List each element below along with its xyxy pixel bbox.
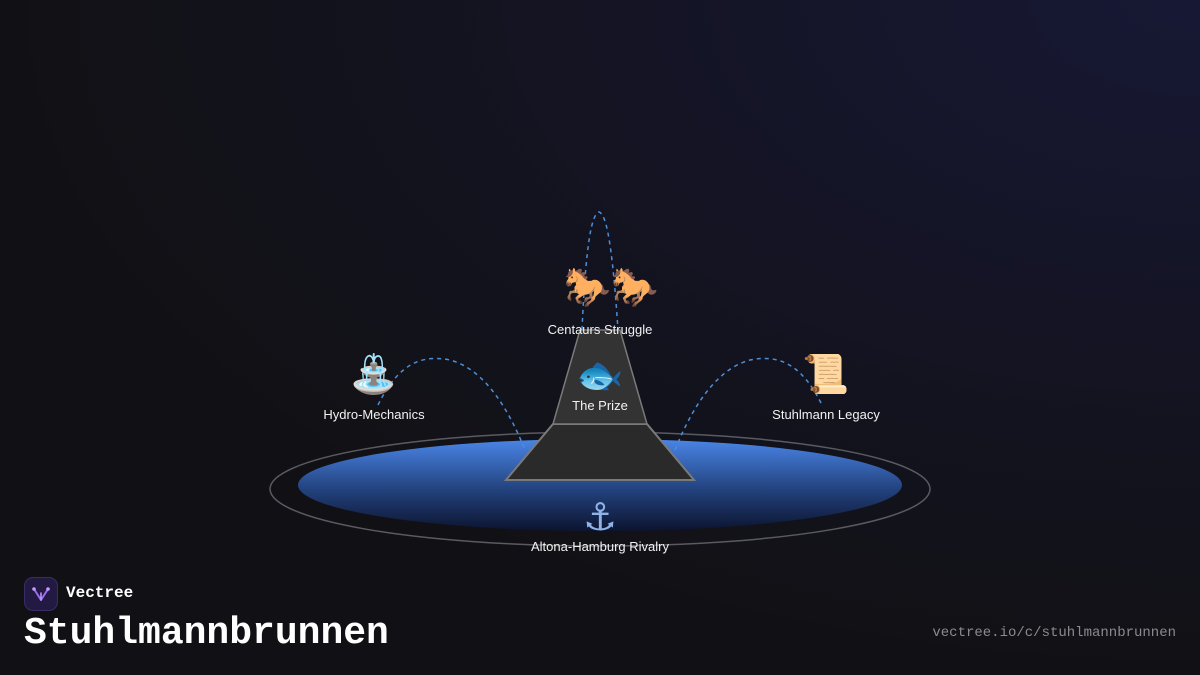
brand-name: Vectree [66, 584, 134, 602]
horses-icon: 🐎🐎 [564, 265, 659, 309]
node-hydro[interactable]: ⛲ Hydro-Mechanics [323, 352, 425, 422]
scroll-icon: 📜 [802, 352, 849, 396]
node-legacy[interactable]: 📜 Stuhlmann Legacy [772, 352, 880, 422]
anchor-icon: ⚓ [583, 495, 617, 539]
node-label-rivalry: Altona-Hamburg Rivalry [531, 539, 669, 554]
node-label-hydro: Hydro-Mechanics [323, 407, 425, 422]
connector-hydro [377, 357, 526, 451]
node-centaurs[interactable]: 🐎🐎 Centaurs Struggle [548, 265, 659, 337]
node-label-legacy: Stuhlmann Legacy [772, 407, 880, 422]
fish-icon: 🐟 [576, 353, 623, 397]
page-title: Stuhlmannbrunnen [24, 612, 389, 655]
node-label-prize: The Prize [572, 398, 628, 413]
connector-prize-centaurs [581, 211, 619, 331]
vectree-logo-icon [24, 577, 58, 611]
connector-legacy [674, 357, 823, 451]
node-rivalry[interactable]: ⚓ Altona-Hamburg Rivalry [531, 495, 669, 554]
basin-water [298, 439, 902, 531]
pedestal-column [552, 329, 648, 425]
node-prize[interactable]: 🐟 The Prize [572, 353, 628, 413]
footer-url[interactable]: vectree.io/c/stuhlmannbrunnen [932, 625, 1176, 641]
node-label-centaurs: Centaurs Struggle [548, 322, 653, 337]
fountain-icon: ⛲ [350, 352, 397, 397]
